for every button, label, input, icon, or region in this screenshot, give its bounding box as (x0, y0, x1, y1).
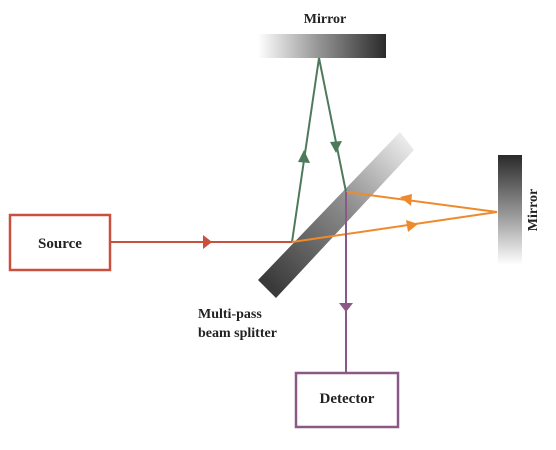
top-arm-arrow-down (330, 141, 342, 153)
source-label: Source (38, 236, 82, 252)
right-arm-arrow-out (406, 220, 418, 232)
top-mirror-label: Mirror (304, 12, 347, 27)
right-arm-beam (291, 191, 498, 243)
right-arm-arrow-back (400, 194, 412, 206)
right-mirror (498, 155, 522, 265)
top-arm-arrow-up (298, 150, 310, 163)
source-beam-arrow (203, 235, 212, 249)
beam-splitter-label-line2: beam splitter (198, 326, 277, 341)
right-mirror-label: Mirror (526, 189, 541, 232)
top-mirror (258, 34, 386, 58)
detector-beam-arrow (339, 303, 353, 312)
detector-label: Detector (320, 391, 375, 407)
source-box (8, 213, 112, 272)
detector-box (294, 371, 400, 429)
beam-splitter-label-line1: Multi-pass (198, 307, 262, 322)
beam-splitter (258, 132, 414, 298)
